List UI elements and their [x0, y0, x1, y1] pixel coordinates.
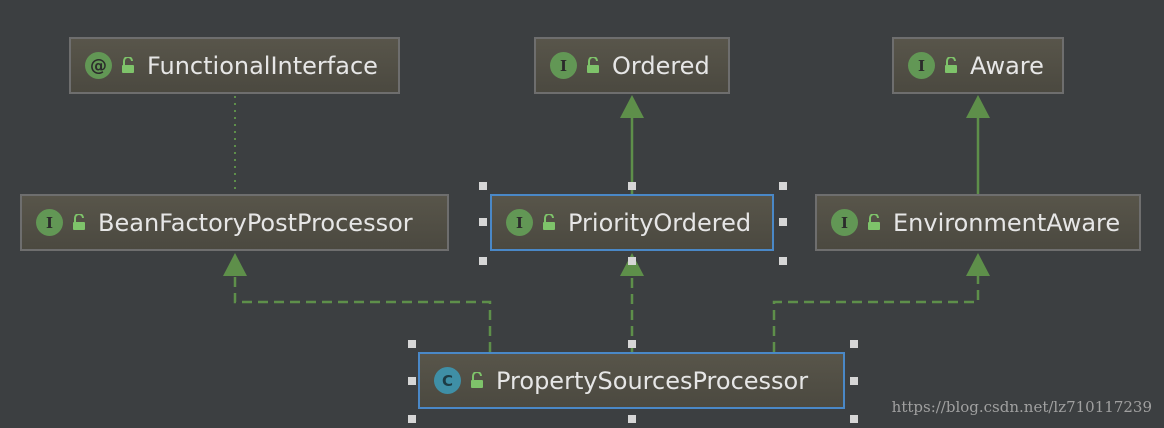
interface-badge-icon: I: [908, 52, 935, 79]
watermark: https://blog.csdn.net/lz710117239: [891, 398, 1152, 416]
arrowhead-ordered: [620, 95, 644, 118]
node-label: BeanFactoryPostProcessor: [98, 208, 413, 237]
resize-handle[interactable]: [850, 340, 858, 348]
node-label: EnvironmentAware: [893, 208, 1121, 237]
node-functional-interface[interactable]: @ FunctionalInterface: [69, 37, 400, 94]
resize-handle[interactable]: [779, 257, 787, 265]
unlocked-icon: [945, 57, 957, 73]
node-property-sources-processor[interactable]: C PropertySourcesProcessor: [418, 352, 845, 409]
resize-handle[interactable]: [850, 377, 858, 385]
node-label: Ordered: [612, 51, 710, 80]
node-label: PriorityOrdered: [568, 208, 752, 237]
resize-handle[interactable]: [628, 257, 636, 265]
node-environment-aware[interactable]: I EnvironmentAware: [815, 194, 1141, 251]
edge-psp-to-environment-aware: [772, 274, 980, 352]
resize-handle[interactable]: [628, 182, 636, 190]
resize-handle[interactable]: [479, 182, 487, 190]
resize-handle[interactable]: [408, 415, 416, 423]
resize-handle[interactable]: [408, 340, 416, 348]
resize-handle[interactable]: [408, 377, 416, 385]
unlocked-icon: [543, 214, 555, 230]
node-ordered[interactable]: I Ordered: [534, 37, 730, 94]
arrowhead-aware: [966, 95, 990, 118]
node-label: PropertySourcesProcessor: [496, 366, 809, 395]
resize-handle[interactable]: [479, 218, 487, 226]
unlocked-icon: [471, 372, 483, 388]
resize-handle[interactable]: [779, 182, 787, 190]
resize-handle[interactable]: [479, 257, 487, 265]
node-label: Aware: [970, 51, 1044, 80]
interface-badge-icon: I: [831, 209, 858, 236]
unlocked-icon: [73, 214, 85, 230]
annotation-badge-icon: @: [85, 52, 112, 79]
node-label: FunctionalInterface: [147, 51, 378, 80]
node-aware[interactable]: I Aware: [892, 37, 1064, 94]
unlocked-icon: [587, 57, 599, 73]
arrowhead-environment-aware: [966, 253, 990, 276]
unlocked-icon: [122, 57, 134, 73]
resize-handle[interactable]: [628, 340, 636, 348]
edge-psp-to-bfpp: [233, 274, 492, 352]
node-priority-ordered[interactable]: I PriorityOrdered: [490, 194, 774, 251]
class-badge-icon: C: [434, 367, 461, 394]
interface-badge-icon: I: [506, 209, 533, 236]
interface-badge-icon: I: [36, 209, 63, 236]
resize-handle[interactable]: [628, 415, 636, 423]
unlocked-icon: [868, 214, 880, 230]
arrowhead-bfpp: [223, 253, 247, 276]
node-bean-factory-post-processor[interactable]: I BeanFactoryPostProcessor: [20, 194, 449, 251]
resize-handle[interactable]: [850, 415, 858, 423]
interface-badge-icon: I: [550, 52, 577, 79]
resize-handle[interactable]: [779, 218, 787, 226]
